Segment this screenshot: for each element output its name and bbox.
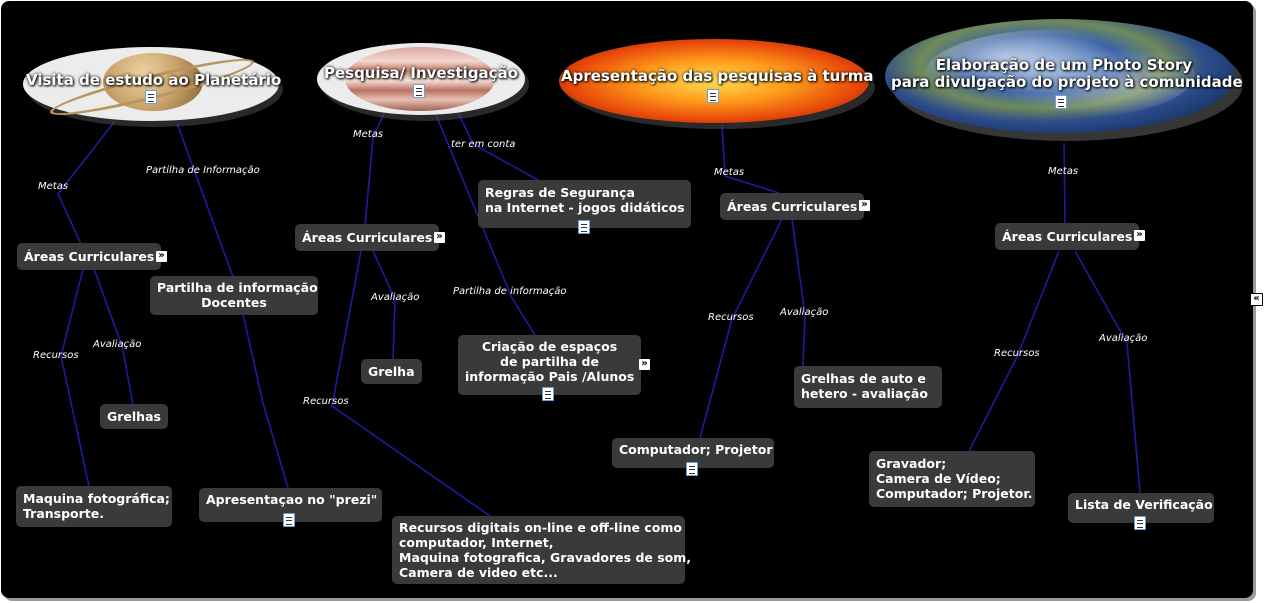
node-computador-label: Computador; Projetor (619, 442, 773, 457)
link-areas2-grelha (372, 250, 396, 360)
node-recursos-line2: computador, Internet, (399, 535, 554, 550)
topic-planetario-title[interactable]: Visita de estudo ao Planetário (26, 71, 282, 89)
link-photo-areas (1063, 142, 1066, 224)
link-areas1-maquina (60, 268, 90, 487)
label-metas-3: Metas (714, 167, 745, 178)
expand-icon[interactable]: » (1134, 230, 1145, 241)
node-partilha-docentes[interactable]: Partilha de informação Docentes (150, 276, 318, 315)
node-criacao-line3: informação Pais /Alunos (465, 369, 635, 384)
node-gravador-camera[interactable]: Gravador; Camera de Vídeo; Computador; P… (869, 451, 1035, 507)
note-icon[interactable] (542, 387, 554, 401)
label-recursos-2: Recursos (303, 396, 349, 407)
planet-sun (559, 39, 875, 129)
link-areas3-computador (699, 218, 783, 439)
note-icon[interactable] (686, 462, 698, 476)
link-pesquisa-areas (364, 110, 386, 227)
node-recursos-line1: Recursos digitais on-line e off-line com… (399, 520, 682, 535)
planet-jupiter (317, 41, 529, 121)
link-partilha-prezi (242, 313, 289, 489)
expand-icon[interactable]: » (156, 251, 167, 262)
label-ter-em-conta: ter em conta (451, 139, 516, 150)
link-areas2-recursos (331, 250, 491, 517)
node-grelhas-auto-line1: Grelhas de auto e (801, 371, 926, 386)
label-recursos-3: Recursos (708, 312, 754, 323)
label-recursos-1: Recursos (33, 350, 79, 361)
node-prezi-label: Apresentaçao no "prezi" (206, 492, 378, 507)
link-planetario-areas (57, 120, 116, 245)
link-areas3-grelhas (791, 218, 806, 367)
planet-saturn (23, 43, 283, 127)
node-grelhas-auto-line2: hetero - avaliação (801, 386, 928, 401)
node-grelhas-1[interactable]: Grelhas (100, 404, 168, 429)
expand-icon[interactable]: » (434, 232, 445, 243)
link-areas4-gravador (968, 250, 1060, 452)
link-pesquisa-regras (457, 111, 539, 181)
note-icon[interactable] (283, 513, 295, 527)
node-partilha-docentes-line2: Docentes (201, 295, 267, 310)
label-metas-4: Metas (1048, 166, 1079, 177)
note-icon[interactable] (1134, 516, 1146, 530)
label-avaliacao-3: Avaliação (780, 307, 829, 318)
node-criacao-espacos[interactable]: Criação de espaços de partilha de inform… (458, 335, 641, 395)
node-criacao-line2: de partilha de (500, 354, 599, 369)
note-icon[interactable] (413, 84, 425, 98)
label-avaliacao-1: Avaliação (93, 339, 142, 350)
node-grelha-2[interactable]: Grelha (361, 359, 422, 384)
collapse-icon[interactable]: « (1250, 293, 1263, 306)
label-partilha-info-2: Partilha de informação (453, 286, 567, 297)
expand-icon[interactable]: » (859, 200, 870, 211)
sun-body (559, 39, 869, 123)
node-partilha-docentes-line1: Partilha de informação (157, 280, 318, 295)
link-apresentacao-areas (721, 124, 780, 194)
label-recursos-4: Recursos (994, 348, 1040, 359)
node-lista-label: Lista de Verificação (1075, 497, 1213, 512)
topic-photo-title-line1[interactable]: Elaboração de um Photo Story (935, 56, 1193, 74)
note-icon[interactable] (145, 90, 157, 104)
link-pesquisa-criacao (435, 114, 536, 336)
note-icon[interactable] (578, 220, 590, 234)
label-partilha-info-1: Partilha de Informação (146, 165, 260, 176)
topic-pesquisa-title[interactable]: Pesquisa/ Investigação (323, 64, 519, 82)
label-metas-2: Metas (353, 129, 384, 140)
note-icon[interactable] (1055, 95, 1067, 109)
expand-icon[interactable]: » (639, 359, 650, 370)
node-areas-curriculares-1[interactable]: Áreas Curriculares (17, 243, 162, 270)
node-lista-verificacao[interactable]: Lista de Verificação (1068, 493, 1214, 523)
node-areas-curriculares-3[interactable]: Áreas Curriculares (720, 193, 865, 220)
link-areas1-grelhas (93, 268, 134, 405)
node-regras-line2: na Internet - jogos didáticos (485, 200, 685, 215)
node-gravador-line2: Camera de Vídeo; (876, 471, 1001, 486)
node-criacao-line1: Criação de espaços (481, 339, 618, 354)
link-areas4-lista (1074, 250, 1141, 494)
label-metas-1: Metas (38, 181, 69, 192)
node-maquina-line2: Transporte. (23, 506, 104, 521)
label-avaliacao-2: Avaliação (371, 292, 420, 303)
note-icon[interactable] (707, 89, 719, 103)
node-recursos-digitais[interactable]: Recursos digitais on-line e off-line com… (392, 516, 692, 584)
node-gravador-line3: Computador; Projetor. (876, 486, 1033, 501)
jupiter-body (345, 47, 495, 111)
node-recursos-line3: Maquina fotografica, Gravadores de som, (399, 550, 692, 565)
topic-apresentacao-title[interactable]: Apresentação das pesquisas à turma (561, 67, 874, 85)
node-grelhas-auto-hetero[interactable]: Grelhas de auto e hetero - avaliação (794, 366, 942, 408)
node-recursos-line4: Camera de video etc... (399, 565, 558, 580)
topic-photo-title-line2[interactable]: para divulgação do projeto à comunidade (891, 73, 1243, 91)
node-regras-line1: Regras de Segurança (485, 185, 635, 200)
node-maquina-transporte[interactable]: Maquina fotográfica; Transporte. (16, 486, 172, 527)
link-planetario-partilha (176, 122, 234, 278)
node-areas-curriculares-2[interactable]: Áreas Curriculares (295, 224, 440, 251)
node-areas-curriculares-4[interactable]: Áreas Curriculares (995, 223, 1140, 250)
node-maquina-line1: Maquina fotográfica; (23, 491, 170, 506)
planet-earth (885, 19, 1243, 141)
label-avaliacao-4: Avaliação (1099, 333, 1148, 344)
node-gravador-line1: Gravador; (876, 456, 947, 471)
